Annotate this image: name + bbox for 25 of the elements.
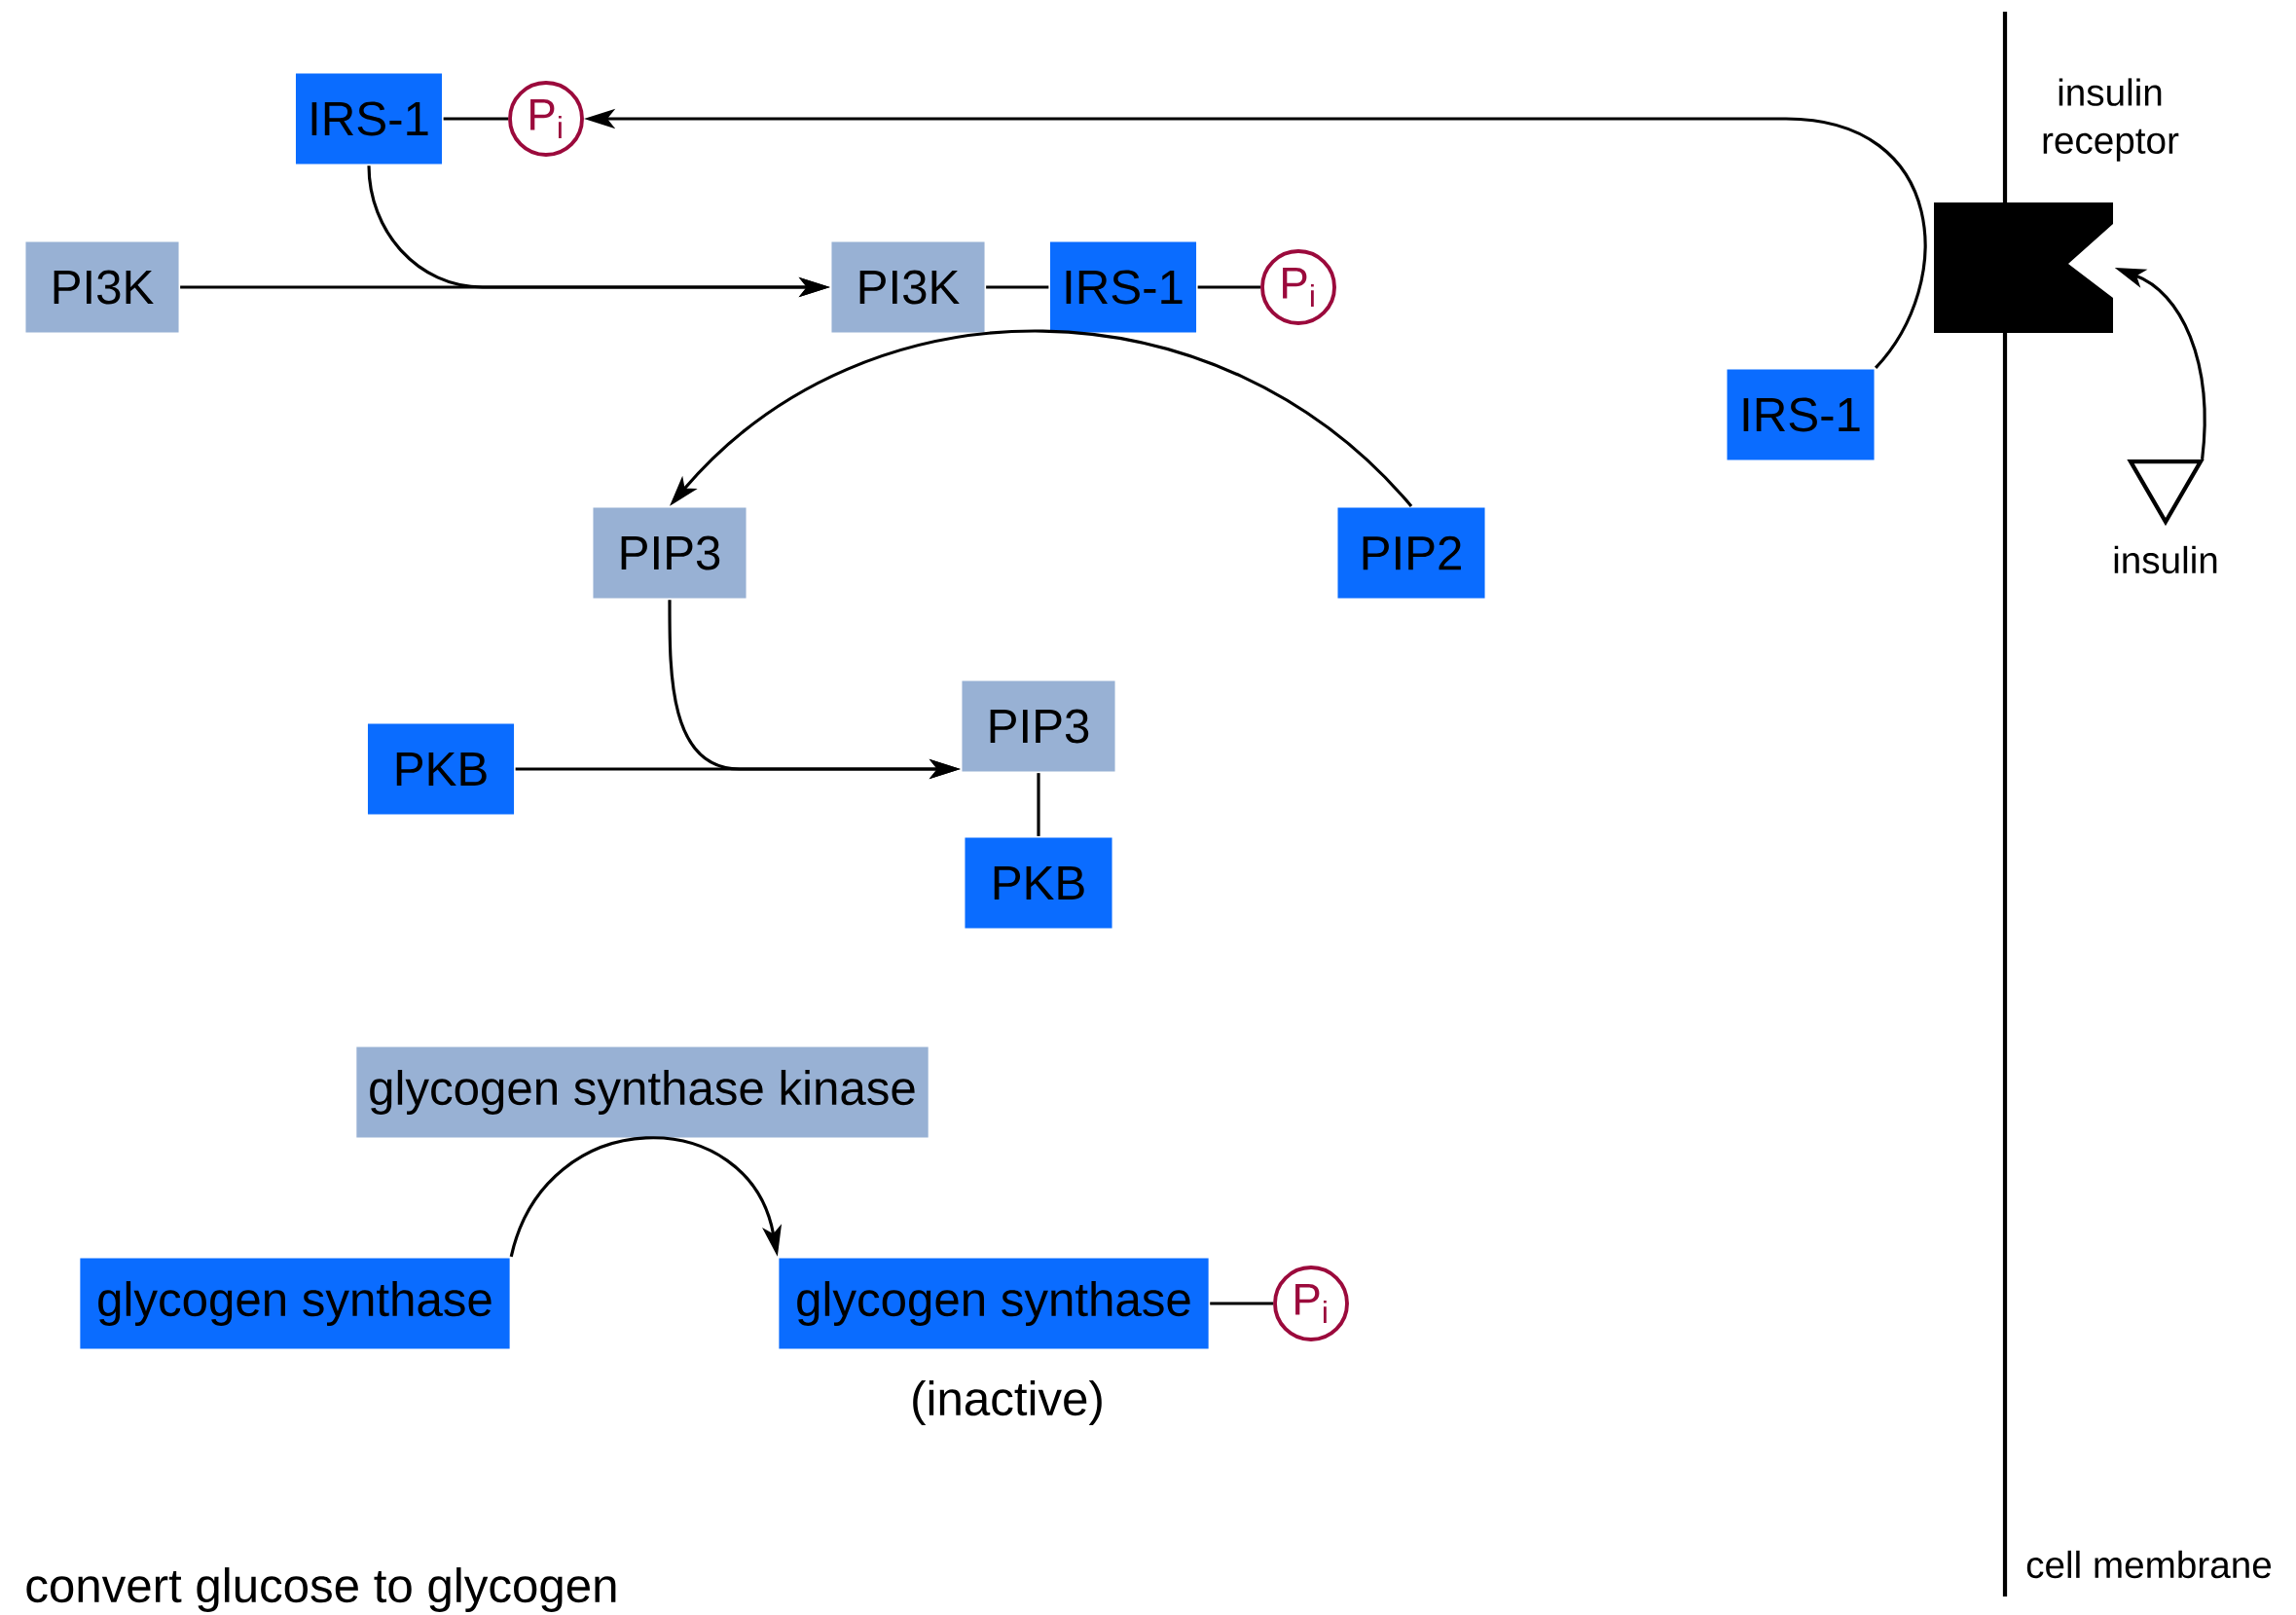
connector-line xyxy=(1210,1302,1274,1305)
connector-line xyxy=(1197,285,1261,289)
node-caption: (inactive) xyxy=(913,1380,1102,1425)
protein-box: PI3K xyxy=(25,241,179,333)
note-text: convert glucose to glycogen xyxy=(26,1567,616,1612)
insulin-triangle: insulin xyxy=(2114,459,2217,574)
protein-box: IRS-1 xyxy=(295,73,443,165)
connector-line xyxy=(1037,773,1040,836)
protein-box: PI3K xyxy=(831,241,985,333)
protein-box: PIP3 xyxy=(593,507,747,599)
connector-line xyxy=(443,117,509,121)
node-label: insulin xyxy=(2114,545,2217,574)
protein-box: glycogen synthase xyxy=(779,1258,1209,1349)
protein-box: PIP3 xyxy=(962,680,1115,772)
protein-box: IRS-1 xyxy=(1049,241,1197,333)
protein-box: PIP2 xyxy=(1337,507,1485,599)
note-text: cell membrane xyxy=(2026,1550,2272,1579)
arrow xyxy=(509,1136,783,1258)
protein-box: glycogen synthase kinase xyxy=(356,1046,929,1138)
protein-box: glycogen synthase xyxy=(80,1258,510,1349)
node-label: insulin receptor xyxy=(2043,78,2179,162)
protein-box: PKB xyxy=(367,723,515,815)
protein-box: PKB xyxy=(965,837,1112,929)
connector-line xyxy=(986,285,1049,289)
protein-box: IRS-1 xyxy=(1727,369,1875,460)
